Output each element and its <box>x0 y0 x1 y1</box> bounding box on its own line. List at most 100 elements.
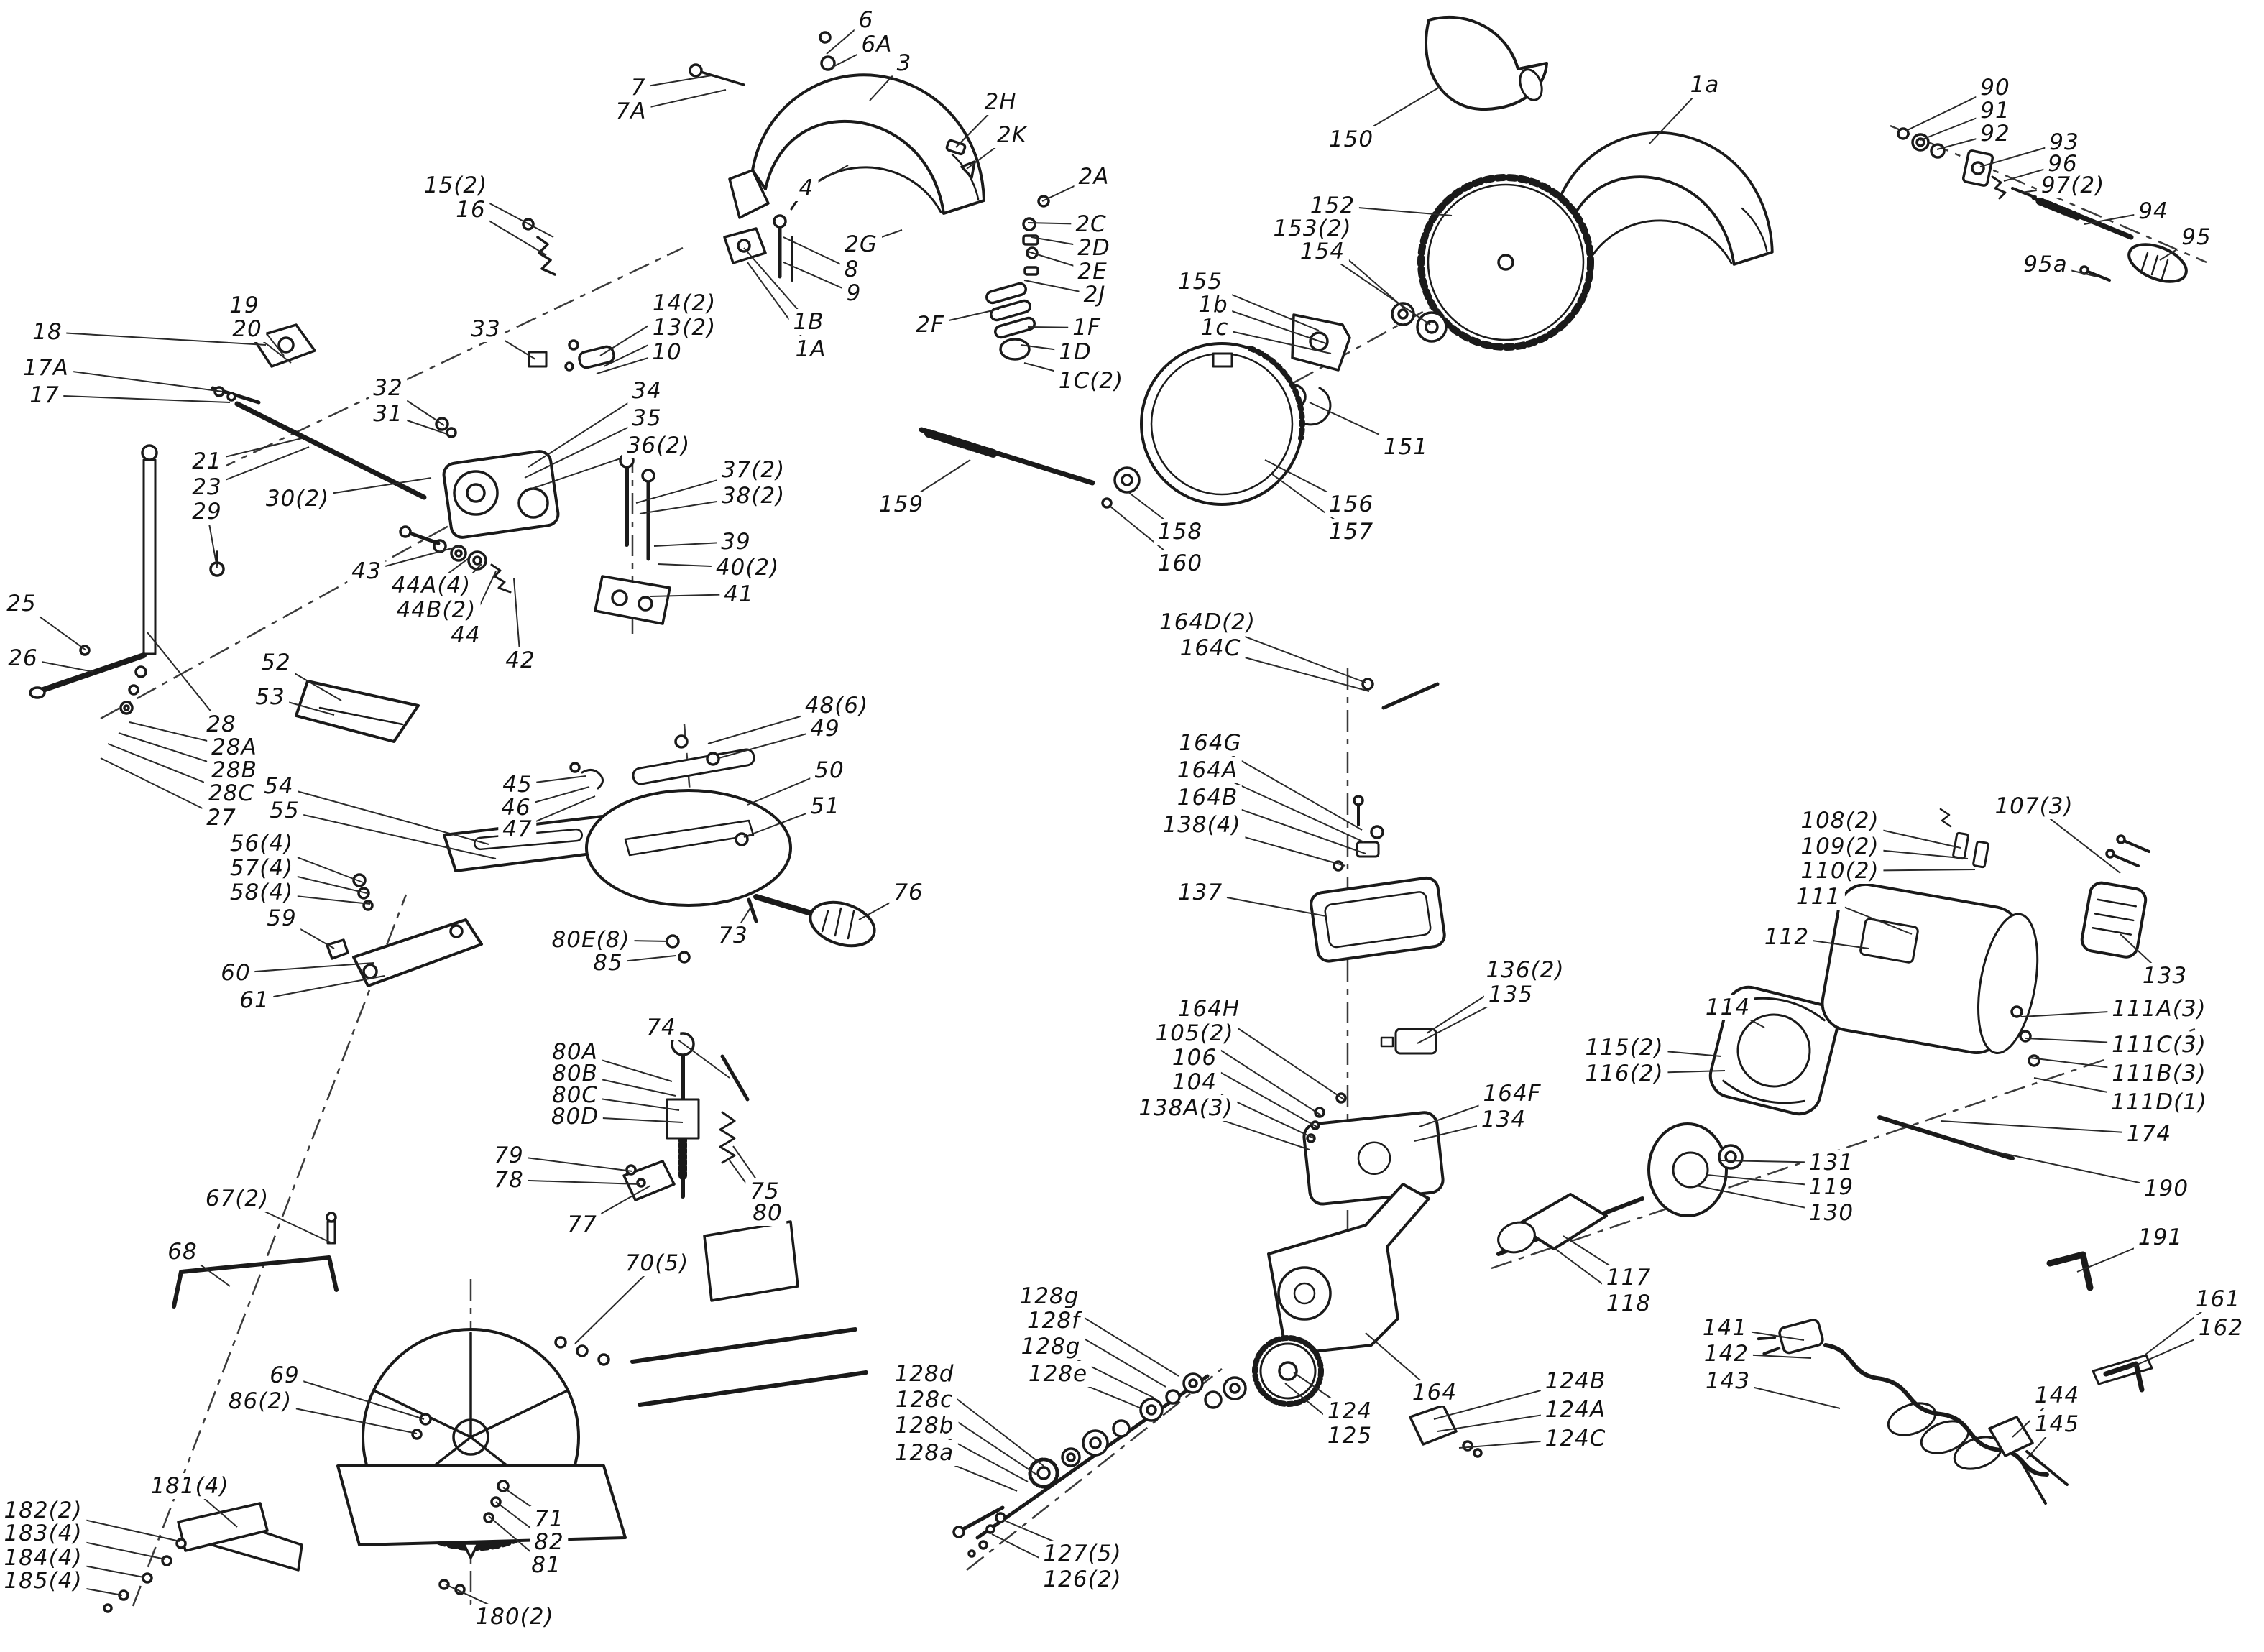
trigger-parts-drawing <box>522 139 1050 361</box>
armature-drawing <box>1496 1122 1744 1256</box>
leader-line <box>44 394 231 403</box>
leader-line <box>284 1375 425 1420</box>
leader-line <box>783 262 855 294</box>
leader-line <box>1041 176 1095 202</box>
leader-line <box>366 545 461 572</box>
leader-line <box>1027 222 1092 225</box>
leader-line <box>42 1533 166 1560</box>
leader-line <box>42 1580 123 1596</box>
blade-flange-drawing <box>1281 302 1448 426</box>
leader-line <box>603 327 685 367</box>
leader-line <box>1050 1346 1154 1398</box>
leader-line <box>1726 1353 1812 1359</box>
leader-line <box>284 810 497 859</box>
tools-drawing <box>2046 1251 2153 1393</box>
spindle-parts-drawing <box>952 1372 1210 1558</box>
leader-line <box>661 1027 730 1079</box>
leader-line <box>581 1185 651 1225</box>
leader-line <box>528 390 648 468</box>
leader-line <box>1979 142 2065 167</box>
leader-line <box>515 786 590 808</box>
leader-line <box>436 563 482 611</box>
leader-line <box>991 1533 1083 1580</box>
leader-line <box>47 331 267 346</box>
pivot-housing-drawing <box>399 450 671 625</box>
support-post-drawing <box>29 444 158 715</box>
leader-line <box>2045 264 2098 277</box>
leader-line <box>1839 869 1976 872</box>
leader-line <box>743 247 809 323</box>
support-wire-drawing <box>172 1212 339 1309</box>
upper-guard-drawing <box>689 31 985 219</box>
leader-line <box>806 165 849 189</box>
leader-line <box>639 495 754 514</box>
leader-line <box>1563 1235 1629 1278</box>
leader-line <box>590 939 669 942</box>
leader-line <box>929 308 1000 326</box>
leader-line <box>2029 1057 2160 1074</box>
leader-line <box>747 770 830 806</box>
leader-line <box>1552 1246 1629 1304</box>
leader-line <box>707 705 837 744</box>
leader-line <box>1839 820 1961 849</box>
leader-line <box>42 1557 144 1578</box>
leader-line <box>783 236 852 270</box>
leader-line <box>387 387 445 426</box>
leader-line <box>236 1198 333 1244</box>
leader-line <box>107 743 232 794</box>
leader-line <box>1210 742 1363 831</box>
leader-line <box>1458 1438 1576 1449</box>
leader-line <box>45 367 224 392</box>
leader-line <box>206 438 303 462</box>
leader-line <box>1940 1120 2150 1135</box>
gearcase-upper-drawing <box>1310 678 1446 963</box>
leader-line <box>1200 892 1327 917</box>
leader-line <box>924 1373 1044 1467</box>
leader-line <box>1312 228 1406 310</box>
saw-blade-drawing <box>1417 174 1594 351</box>
leader-line <box>1624 1047 1722 1057</box>
leader-line <box>524 417 648 479</box>
leader-line <box>2020 1008 2160 1017</box>
leader-line <box>657 563 748 568</box>
leader-line <box>653 541 737 547</box>
leader-line <box>42 1510 180 1542</box>
leader-line <box>860 229 903 245</box>
leader-line <box>638 75 712 88</box>
table-insert-drawing <box>585 734 876 964</box>
gearcase-mid-drawing <box>1302 1028 1445 1206</box>
leader-line <box>1023 362 1092 382</box>
leader-line <box>1110 506 1181 564</box>
leader-line <box>1128 492 1181 532</box>
brush-parts-drawing <box>1877 808 2150 1160</box>
leader-line <box>1365 1332 1435 1393</box>
leader-line <box>281 918 335 949</box>
leader-line <box>22 657 94 673</box>
leader-line <box>1002 1519 1083 1554</box>
leader-line <box>1350 86 1442 140</box>
leader-line <box>1031 236 1095 249</box>
leader-line <box>1322 251 1431 326</box>
leader-line <box>2145 1298 2219 1355</box>
gear-housing-drawing <box>1204 1183 1483 1458</box>
power-cord-drawing <box>1757 1319 2069 1505</box>
leader-line <box>2003 163 2063 182</box>
clamp-drawing <box>622 1032 750 1201</box>
leader-line <box>261 892 371 905</box>
leader-line <box>508 1179 640 1185</box>
motor-housing-drawing <box>1821 882 2039 1055</box>
dust-chute-drawing <box>1425 16 1548 111</box>
leader-line <box>924 1399 1037 1475</box>
leader-line <box>1023 280 1095 295</box>
leader-line <box>1210 647 1370 692</box>
leader-line <box>924 1452 1018 1492</box>
leader-line <box>2025 1038 2160 1046</box>
leader-line <box>1905 87 1996 131</box>
leader-line <box>826 19 867 55</box>
leader-line <box>1920 110 1996 141</box>
leader-line <box>630 89 727 112</box>
leader-line <box>254 975 385 1001</box>
leader-line <box>261 843 364 883</box>
